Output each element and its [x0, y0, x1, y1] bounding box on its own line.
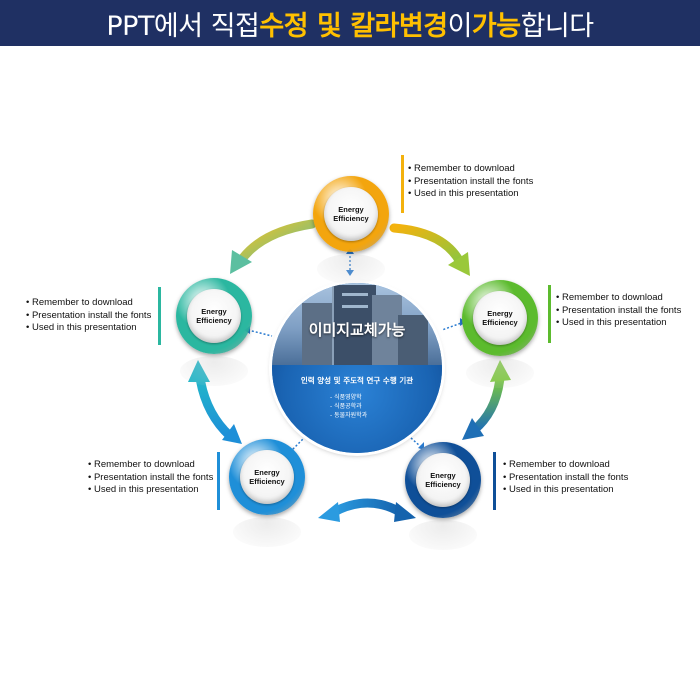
bullet-item: Used in this presentation: [26, 322, 151, 335]
bullet-item: Presentation install the fonts: [408, 176, 533, 189]
center-list: - 식품영양학 - 식품공학과 - 동물자원학과: [330, 393, 367, 420]
divider-bottom-left: [217, 452, 220, 510]
bullet-item: Used in this presentation: [408, 188, 533, 201]
bullet-item: Presentation install the fonts: [88, 472, 213, 485]
node-label-line: Efficiency: [425, 480, 461, 489]
bullet-list-left: Remember to download Presentation instal…: [26, 297, 151, 335]
arrow-left-head: [188, 360, 210, 382]
arrow-top-to-right: [389, 223, 465, 267]
node-label-line: Energy: [254, 468, 280, 477]
bullet-item: Used in this presentation: [503, 484, 628, 497]
bullet-item: Used in this presentation: [556, 317, 681, 330]
bullet-item: Remember to download: [88, 459, 213, 472]
banner-highlight-2: 가능: [471, 10, 521, 42]
divider-right: [548, 285, 551, 343]
node-label-line: Energy: [430, 471, 456, 480]
arrow-bottom-horizontal: [329, 498, 405, 517]
bullet-item: Presentation install the fonts: [503, 472, 628, 485]
node-reflection: [180, 356, 248, 386]
node-reflection: [317, 254, 385, 284]
arrow-top-to-left-head: [230, 250, 252, 274]
bullet-item: Remember to download: [503, 459, 628, 472]
arrow-bottom-right-end-head: [394, 502, 416, 522]
bullet-item: Used in this presentation: [88, 484, 213, 497]
node-reflection: [466, 358, 534, 388]
bullet-item: Remember to download: [26, 297, 151, 310]
node-label-line: Efficiency: [196, 316, 232, 325]
banner-text-2: 이: [447, 10, 473, 42]
arrow-bottom-left-up-head: [222, 424, 242, 444]
bullet-item: Remember to download: [408, 163, 533, 176]
arrow-right-head: [490, 360, 511, 382]
bullet-list-right: Remember to download Presentation instal…: [556, 292, 681, 330]
arrow-top-to-right-head: [448, 252, 470, 276]
center-list-item: - 식품공학과: [330, 403, 362, 410]
center-body: [272, 365, 442, 453]
center-subtitle: 인력 양성 및 주도적 연구 수행 기관: [300, 376, 414, 385]
arrow-top-to-left: [235, 219, 317, 267]
bullet-list-bottom-right: Remember to download Presentation instal…: [503, 459, 628, 497]
arrow-left-to-bottom-left: [195, 373, 235, 441]
node-reflection: [409, 520, 477, 550]
banner-text-1: PPT에서 직접: [106, 10, 260, 42]
center-list-item: - 동물자원학과: [330, 412, 368, 419]
divider-top: [401, 155, 404, 213]
node-label-line: Energy: [338, 205, 364, 214]
arrow-bottom-left-head: [318, 502, 340, 522]
node-reflection: [233, 517, 301, 547]
bullet-item: Presentation install the fonts: [26, 310, 151, 323]
divider-bottom-right: [493, 452, 496, 510]
bullet-list-top: Remember to download Presentation instal…: [408, 163, 533, 201]
banner-highlight-1: 수정 및 칼라변경: [259, 10, 448, 42]
center-hub: 이미지교체가능 인력 양성 및 주도적 연구 수행 기관 - 식품영양학 - 식…: [272, 283, 442, 453]
banner-text-3: 합니다: [520, 10, 595, 42]
node-label-line: Efficiency: [249, 477, 285, 486]
dotted-connector-left: [247, 329, 273, 337]
bullet-list-bottom-left: Remember to download Presentation instal…: [88, 459, 213, 497]
bullet-item: Presentation install the fonts: [556, 305, 681, 318]
arrow-bottom-right-head: [462, 418, 484, 440]
node-label-line: Energy: [487, 309, 513, 318]
node-label-line: Energy: [201, 307, 227, 316]
node-label-line: Efficiency: [482, 318, 518, 327]
center-title: 이미지교체가능: [308, 321, 406, 339]
building-photo: [272, 283, 442, 365]
node-label-line: Efficiency: [333, 214, 369, 223]
divider-left: [158, 287, 161, 345]
center-list-item: - 식품영양학: [330, 394, 362, 401]
bullet-item: Remember to download: [556, 292, 681, 305]
